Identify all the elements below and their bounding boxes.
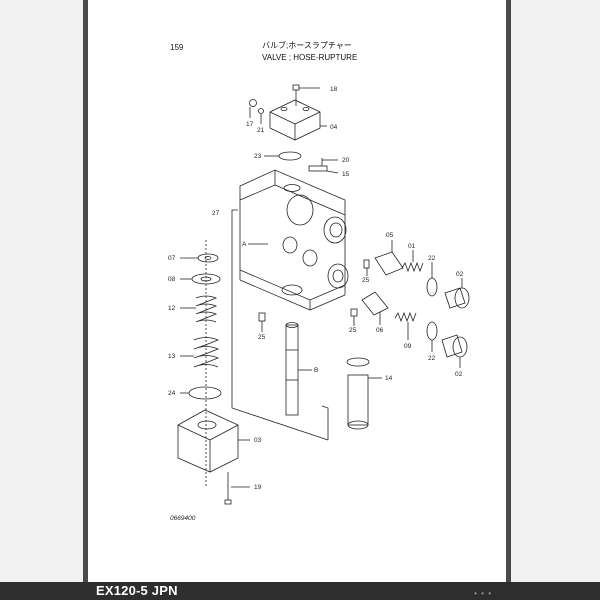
footer-bar: EX120-5 JPN • • • bbox=[0, 582, 600, 600]
callout-22-upper: 22 bbox=[428, 255, 436, 262]
callout-25-left: 25 bbox=[258, 334, 266, 341]
callout-01: 01 bbox=[408, 243, 416, 250]
screw-25-right bbox=[363, 259, 370, 269]
callout-17: 17 bbox=[246, 121, 254, 128]
callout-05: 05 bbox=[386, 232, 394, 239]
left-margin bbox=[0, 0, 88, 582]
callout-02-upper: 02 bbox=[456, 271, 464, 278]
o-ring-14 bbox=[346, 357, 370, 367]
callout-25-lower: 25 bbox=[349, 327, 357, 334]
check-valve-14 bbox=[347, 374, 369, 426]
callout-09: 09 bbox=[404, 343, 412, 350]
drawing-id: 0669400 bbox=[170, 515, 196, 522]
title-english: VALVE ; HOSE-RUPTURE bbox=[262, 53, 357, 62]
title-japanese: バルブ;ホースラプチャー bbox=[262, 40, 352, 50]
plug-17 bbox=[249, 99, 257, 107]
callout-03: 03 bbox=[254, 437, 262, 444]
screw-25-lower bbox=[350, 308, 358, 317]
footer-label: EX120-5 JPN bbox=[96, 583, 178, 598]
o-ring-22-upper bbox=[426, 277, 438, 297]
callout-25-right: 25 bbox=[362, 277, 370, 284]
cover-block-03 bbox=[177, 409, 239, 473]
right-page-edge bbox=[506, 0, 511, 582]
callout-23: 23 bbox=[254, 153, 262, 160]
catalog-page bbox=[93, 0, 506, 582]
ring-21 bbox=[258, 108, 264, 114]
valve-body bbox=[239, 169, 346, 301]
spring-09 bbox=[394, 311, 417, 323]
right-margin bbox=[506, 0, 600, 582]
sleeve-05 bbox=[374, 251, 404, 276]
cover-block-04 bbox=[269, 99, 321, 141]
plate-15 bbox=[308, 165, 328, 172]
callout-24: 24 bbox=[168, 390, 176, 397]
spring-01 bbox=[401, 261, 424, 273]
callout-20: 20 bbox=[342, 157, 350, 164]
callout-13: 13 bbox=[168, 353, 176, 360]
callout-14: 14 bbox=[385, 375, 393, 382]
pager-dots[interactable]: • • • bbox=[474, 589, 492, 598]
callout-27: 27 bbox=[212, 210, 220, 217]
callout-02-lower: 02 bbox=[455, 371, 463, 378]
o-ring-23 bbox=[278, 151, 302, 161]
o-ring-22-lower bbox=[426, 321, 438, 341]
callout-06: 06 bbox=[376, 327, 384, 334]
callout-21: 21 bbox=[257, 127, 265, 134]
bolt-18-head bbox=[292, 84, 300, 91]
callout-15: 15 bbox=[342, 171, 350, 178]
washer-07 bbox=[197, 253, 219, 263]
spool bbox=[285, 324, 299, 416]
callout-18: 18 bbox=[330, 86, 338, 93]
callout-B: B bbox=[314, 367, 318, 374]
left-page-edge bbox=[83, 0, 88, 582]
plug-02-upper bbox=[454, 287, 470, 309]
callout-A: A bbox=[242, 241, 247, 248]
callout-04: 04 bbox=[330, 124, 338, 131]
screw-25-left bbox=[258, 312, 266, 322]
page-number: 159 bbox=[170, 43, 184, 52]
o-ring-24 bbox=[188, 386, 222, 400]
callout-12: 12 bbox=[168, 305, 176, 312]
sleeve-06 bbox=[361, 291, 389, 316]
callout-22-lower: 22 bbox=[428, 355, 436, 362]
callout-19: 19 bbox=[254, 484, 262, 491]
parts-diagram: 159 バルブ;ホースラプチャー VALVE ; HOSE-RUPTURE bbox=[168, 40, 470, 522]
callout-07: 07 bbox=[168, 255, 176, 262]
washer-08 bbox=[191, 273, 221, 285]
callout-08: 08 bbox=[168, 276, 176, 283]
